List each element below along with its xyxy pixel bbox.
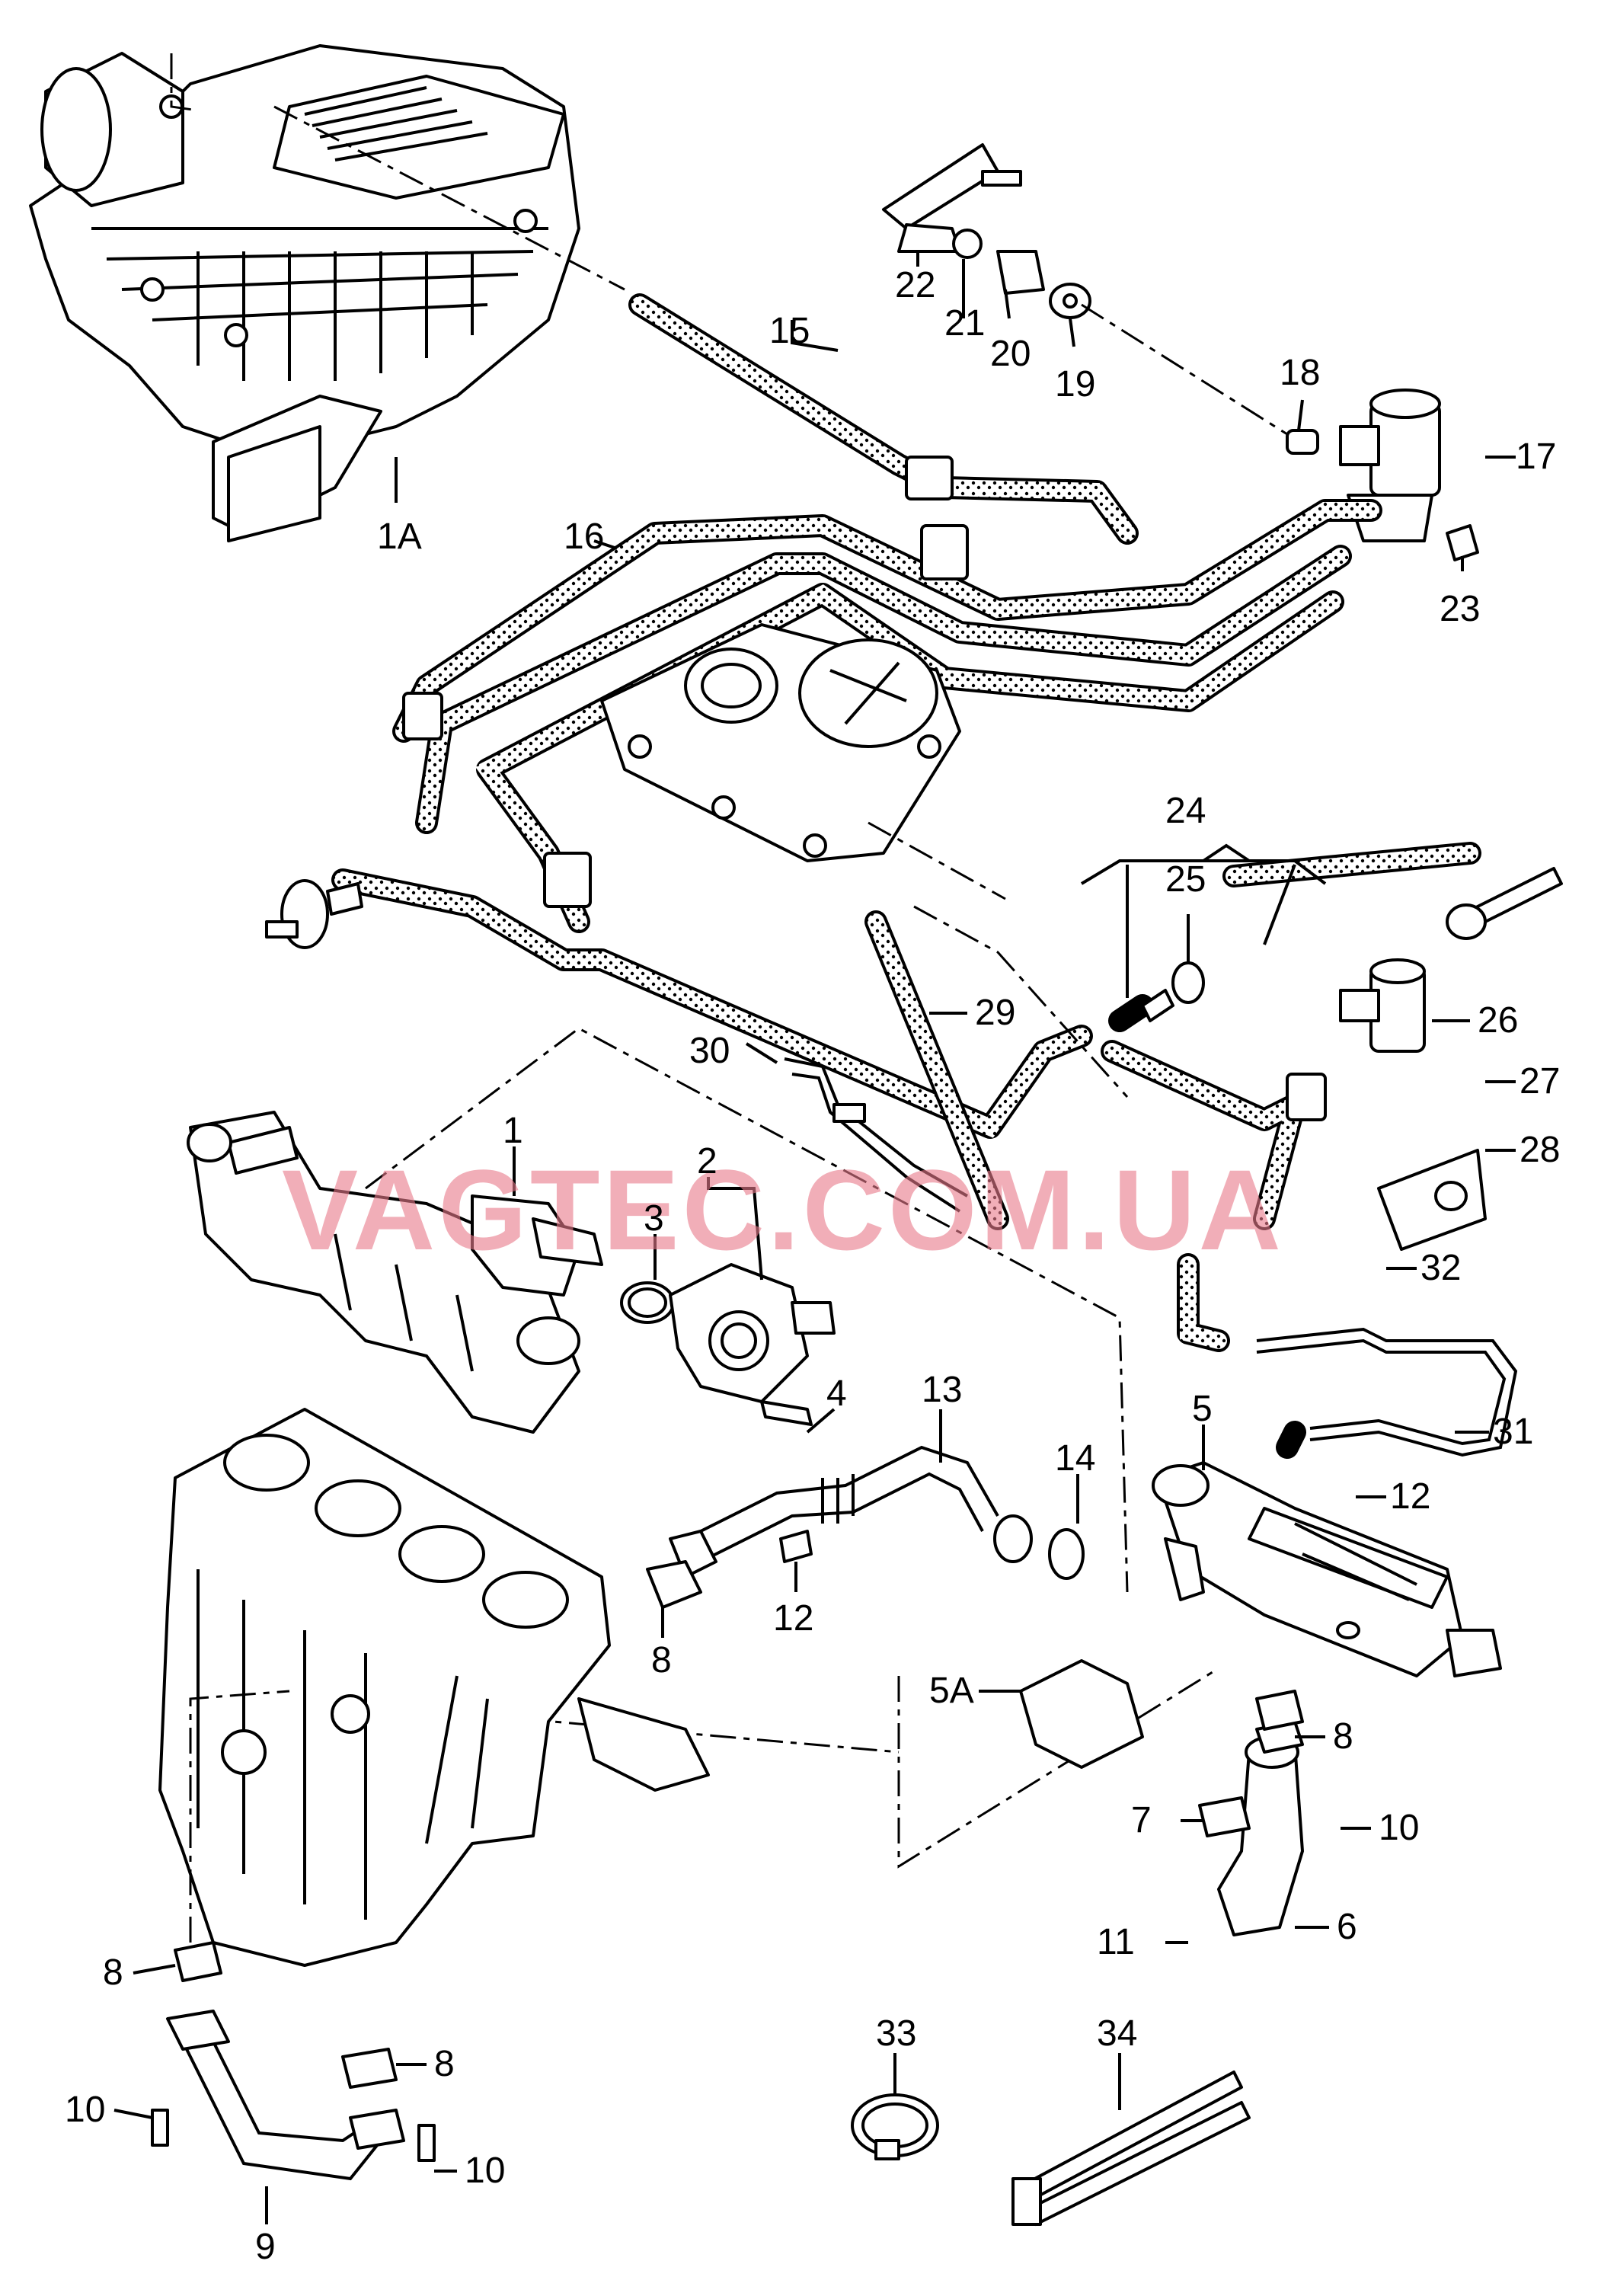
callout-27: 27 bbox=[1520, 1061, 1560, 1102]
air-filter-housing bbox=[29, 44, 580, 542]
cylinder-head-cover bbox=[600, 623, 961, 862]
callout-14: 14 bbox=[1055, 1438, 1095, 1479]
valve-26 bbox=[1339, 958, 1426, 1053]
callout-31: 31 bbox=[1493, 1412, 1533, 1452]
callout-8-mid: 8 bbox=[651, 1640, 672, 1680]
connecting-pipe-9 bbox=[166, 2010, 405, 2181]
egr-cooler bbox=[1152, 1461, 1502, 1677]
callout-11: 11 bbox=[1097, 1922, 1135, 1962]
callout-8-right: 8 bbox=[1333, 1716, 1353, 1757]
bolt-10-left bbox=[151, 2109, 169, 2147]
callout-16: 16 bbox=[564, 516, 604, 557]
callout-8-lower: 8 bbox=[434, 2044, 455, 2084]
leader-head-cover bbox=[868, 821, 1006, 900]
heat-shield-5A bbox=[1019, 1659, 1144, 1769]
gasket-8-lower-left bbox=[174, 1941, 222, 1982]
egr-pipe-13 bbox=[669, 1445, 1033, 1578]
callout-30: 30 bbox=[689, 1031, 730, 1071]
intake-manifold bbox=[187, 1111, 580, 1434]
callout-23: 23 bbox=[1440, 589, 1480, 629]
clamp-14 bbox=[1048, 1528, 1085, 1580]
callout-5: 5 bbox=[1192, 1389, 1213, 1429]
callout-22: 22 bbox=[895, 265, 935, 305]
callout-20: 20 bbox=[990, 334, 1031, 374]
bracket-24-lines bbox=[1080, 843, 1327, 998]
check-valve-25 bbox=[1141, 867, 1563, 1022]
callout-labels: 1A 15 16 17 18 19 20 21 22 23 24 25 26 2… bbox=[65, 265, 1560, 2267]
bolt-12 bbox=[779, 1530, 813, 1563]
callout-5A: 5A bbox=[929, 1671, 974, 1711]
callout-1: 1 bbox=[503, 1111, 523, 1151]
throttle-valve-unit bbox=[669, 1263, 836, 1426]
callout-10-lower: 10 bbox=[465, 2151, 505, 2191]
gasket-8-right bbox=[1255, 1690, 1304, 1731]
callout-29: 29 bbox=[975, 993, 1015, 1033]
gasket-8-lower-mid bbox=[341, 2048, 398, 2089]
callout-12-right: 12 bbox=[1390, 1476, 1430, 1517]
leader-pipe-9 bbox=[189, 1690, 290, 1943]
callout-26: 26 bbox=[1478, 1000, 1518, 1041]
callout-33: 33 bbox=[876, 2013, 916, 2054]
callout-28: 28 bbox=[1520, 1130, 1560, 1170]
callout-13: 13 bbox=[922, 1370, 962, 1410]
callout-15: 15 bbox=[769, 311, 810, 351]
callout-25: 25 bbox=[1165, 859, 1206, 900]
vacuum-hose-network bbox=[331, 293, 1481, 1352]
line-31 bbox=[1256, 1327, 1518, 1459]
leader-airbox-to-hose bbox=[273, 105, 625, 291]
callout-24: 24 bbox=[1165, 791, 1206, 831]
o-ring-inner bbox=[628, 1287, 667, 1318]
leader-box-right bbox=[913, 905, 1129, 1098]
vacuum-unit-left bbox=[265, 879, 363, 949]
callout-32: 32 bbox=[1420, 1248, 1461, 1288]
bracket-assembly bbox=[882, 143, 1288, 436]
callout-17: 17 bbox=[1516, 436, 1556, 477]
engine-block bbox=[158, 1408, 710, 1967]
bracket-28-hole bbox=[1434, 1181, 1468, 1211]
callout-6: 6 bbox=[1337, 1907, 1357, 1947]
callout-12-mid: 12 bbox=[773, 1598, 813, 1639]
leader-box-top bbox=[365, 1027, 1129, 1593]
callout-19: 19 bbox=[1055, 364, 1095, 405]
intake-pipe-part-1 bbox=[471, 1194, 603, 1297]
bracket-28 bbox=[1377, 1149, 1487, 1251]
pressure-converter-valve bbox=[1286, 389, 1479, 561]
watermark: VAGTEC.COM.UA bbox=[282, 1146, 1284, 1274]
callout-8-left: 8 bbox=[103, 1952, 123, 1993]
callout-9: 9 bbox=[255, 2227, 276, 2267]
pipe-30 bbox=[784, 1057, 968, 1213]
leader-lines bbox=[113, 251, 1516, 2224]
callout-10-right: 10 bbox=[1379, 1808, 1419, 1848]
hose-clamp-33 bbox=[851, 2093, 939, 2160]
callout-1A: 1A bbox=[377, 516, 422, 557]
bolt-10-right bbox=[417, 2124, 436, 2162]
callout-3: 3 bbox=[644, 1198, 664, 1239]
callout-21: 21 bbox=[944, 303, 985, 344]
callout-18: 18 bbox=[1280, 353, 1320, 393]
callout-10-left: 10 bbox=[65, 2090, 105, 2130]
callout-7: 7 bbox=[1131, 1800, 1152, 1840]
callout-4: 4 bbox=[826, 1373, 847, 1414]
callout-34: 34 bbox=[1097, 2013, 1137, 2054]
cable-tie-34 bbox=[1011, 2071, 1251, 2226]
callout-2: 2 bbox=[697, 1141, 717, 1182]
gasket-7 bbox=[1198, 1796, 1251, 1837]
leader-airbox bbox=[170, 53, 199, 112]
gasket-8-upper bbox=[646, 1560, 702, 1609]
